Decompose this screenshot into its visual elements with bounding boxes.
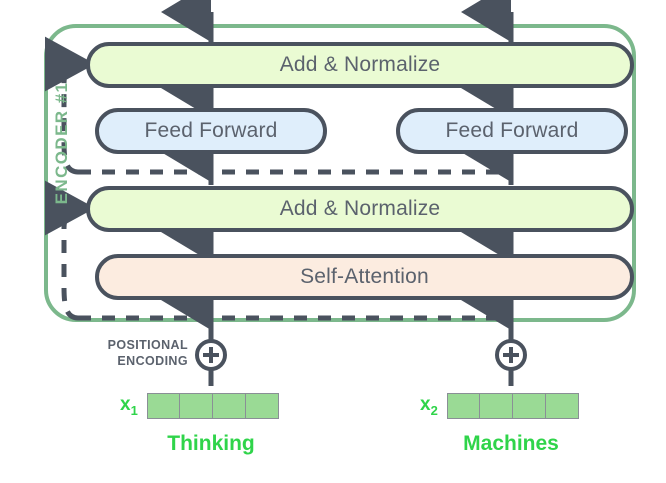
- block-feed-forward-right[interactable]: Feed Forward: [396, 108, 628, 154]
- plus-circle-icon-left: [195, 339, 227, 371]
- embedding-row-token-2: x2: [420, 393, 579, 419]
- word-label-token-1: Thinking: [167, 432, 255, 455]
- embedding-tag-token-1: x1: [120, 394, 138, 418]
- embedding-cell: [446, 393, 480, 419]
- embedding-cell: [512, 393, 546, 419]
- encoder-label: ENCODER #1: [52, 81, 71, 205]
- plus-circle-icon-right: [495, 339, 527, 371]
- encoder-boundary: [44, 24, 636, 322]
- embedding-tag-token-2: x2: [420, 394, 438, 418]
- residual-dash-lower-into-addnorm: [44, 180, 96, 321]
- residual-dash-upper-into-addnorm: [44, 36, 96, 175]
- embedding-tag-letter-1: x: [120, 394, 131, 416]
- embedding-cell: [479, 393, 513, 419]
- block-feed-forward-left[interactable]: Feed Forward: [95, 108, 327, 154]
- block-add-normalize-bottom[interactable]: Add & Normalize: [86, 186, 634, 232]
- word-label-token-2: Machines: [463, 432, 559, 455]
- embedding-tag-letter-2: x: [420, 394, 431, 416]
- embedding-row-token-1: x1: [120, 393, 279, 419]
- embedding-vector-token-1: [146, 393, 279, 419]
- embedding-cell: [212, 393, 246, 419]
- positional-encoding-label: POSITIONAL ENCODING: [88, 338, 188, 369]
- positional-encoding-label-line1: POSITIONAL: [107, 338, 188, 352]
- positional-encoding-label-line2: ENCODING: [117, 353, 188, 368]
- block-add-normalize-top[interactable]: Add & Normalize: [86, 42, 634, 88]
- embedding-tag-index-2: 2: [430, 402, 438, 418]
- embedding-cell: [245, 393, 279, 419]
- block-self-attention[interactable]: Self-Attention: [95, 254, 634, 300]
- embedding-cell: [179, 393, 213, 419]
- embedding-cell: [545, 393, 579, 419]
- embedding-tag-index-1: 1: [130, 402, 138, 418]
- embedding-vector-token-2: [446, 393, 579, 419]
- embedding-cell: [146, 393, 180, 419]
